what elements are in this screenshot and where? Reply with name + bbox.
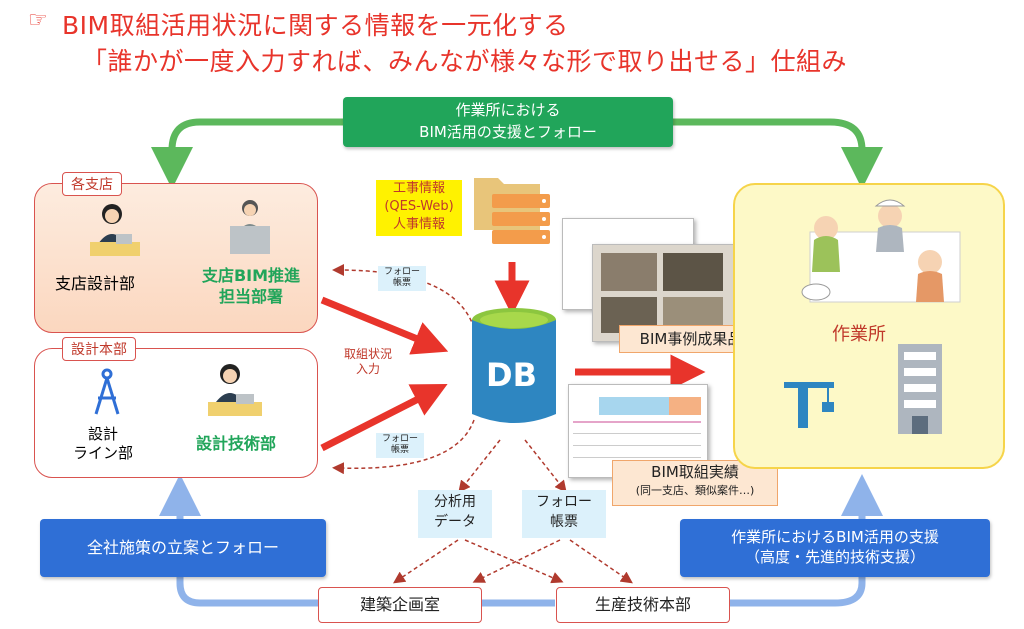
top-banner-line1: 作業所における <box>455 101 561 119</box>
analysis-data-box: 分析用 データ <box>418 490 492 538</box>
compass-icon <box>94 368 120 415</box>
pointing-hand-icon: ☞ <box>28 8 48 33</box>
branch-bim-dept-line1: 支店BIM推進 <box>201 266 301 285</box>
production-tech-division: 生産技術本部 <box>556 587 730 623</box>
green-loop-arrow-left <box>151 118 350 189</box>
follow-form-small-bottom: フォロー 帳票 <box>376 433 424 458</box>
follow-form-box: フォロー 帳票 <box>522 490 606 538</box>
designer-person-icon <box>90 204 140 256</box>
analysis-line2: データ <box>434 514 476 530</box>
building-icon <box>898 344 942 434</box>
case-photo-sheet <box>592 244 734 342</box>
branch-bim-dept-line2: 担当部署 <box>218 287 283 306</box>
design-line-dept-line2: ライン部 <box>72 444 133 462</box>
branch-bim-dept: 支店BIM推進 担当部署 <box>191 265 311 307</box>
site-support-line2: （高度・先進的技術支援） <box>744 548 925 566</box>
input-label-line1: 取組状況 <box>343 347 392 361</box>
company-policy-banner: 全社施策の立案とフォロー <box>40 519 326 577</box>
title-line-2: 「誰かが一度入力すれば、みんなが様々な形で取り出せる」仕組み <box>82 47 848 76</box>
input-arrow-hq <box>320 384 448 452</box>
analysis-line1: 分析用 <box>434 494 476 510</box>
green-loop-arrow-right <box>670 118 883 189</box>
site-label: 作業所 <box>832 324 886 345</box>
hq-tag: 設計本部 <box>62 337 136 361</box>
site-panel <box>733 183 1005 469</box>
bim-record-line1: BIM取組実績 <box>651 463 739 481</box>
architecture-planning-office: 建築企画室 <box>318 587 482 623</box>
site-support-line1: 作業所におけるBIM活用の支援 <box>731 528 939 546</box>
info-line1: 工事情報 <box>392 181 445 196</box>
site-workers-illustration <box>801 199 961 303</box>
follow-box-line2: 帳票 <box>550 514 578 530</box>
site-support-banner: 作業所におけるBIM活用の支援 （高度・先進的技術支援） <box>680 519 990 577</box>
design-line-dept: 設計 ライン部 <box>58 425 148 463</box>
engineer-person-icon <box>208 364 262 416</box>
server-folder-icon <box>474 178 550 244</box>
follow-small-top-line1: フォロー <box>383 267 420 277</box>
branch-tag: 各支店 <box>62 172 122 196</box>
design-tech-dept: 設計技術部 <box>196 434 277 453</box>
database-icon <box>472 308 556 423</box>
follow-small-bottom-line2: 帳票 <box>390 445 409 455</box>
branch-design-dept: 支店設計部 <box>55 274 136 293</box>
top-banner-line2: BIM活用の支援とフォロー <box>419 123 597 141</box>
follow-small-top-line2: 帳票 <box>392 278 411 288</box>
info-line3: 人事情報 <box>392 217 445 232</box>
info-source-box: 工事情報 (QES-Web) 人事情報 <box>376 180 462 236</box>
follow-form-small-top: フォロー 帳票 <box>378 266 426 291</box>
info-line2: (QES-Web) <box>384 199 454 214</box>
bim-staff-person-icon <box>230 200 270 254</box>
top-support-banner: 作業所における BIM活用の支援とフォロー <box>343 97 673 147</box>
input-label-line2: 入力 <box>355 362 380 376</box>
follow-box-line1: フォロー <box>536 494 592 510</box>
blue-loop-right <box>730 474 883 607</box>
title-line-1: BIM取組活用状況に関する情報を一元化する <box>62 11 569 40</box>
branch-panel <box>34 183 318 333</box>
crane-icon <box>784 382 834 428</box>
input-arrow-branch <box>320 296 449 355</box>
hq-panel <box>34 348 318 478</box>
follow-small-bottom-line1: フォロー <box>381 434 418 444</box>
design-line-dept-line1: 設計 <box>87 425 118 443</box>
blue-loop-left <box>159 474 320 607</box>
bim-record-line2: (同一支店、類似案件…) <box>635 484 755 497</box>
database-label: DB <box>486 356 537 394</box>
input-status-label: 取組状況 入力 <box>338 347 398 377</box>
